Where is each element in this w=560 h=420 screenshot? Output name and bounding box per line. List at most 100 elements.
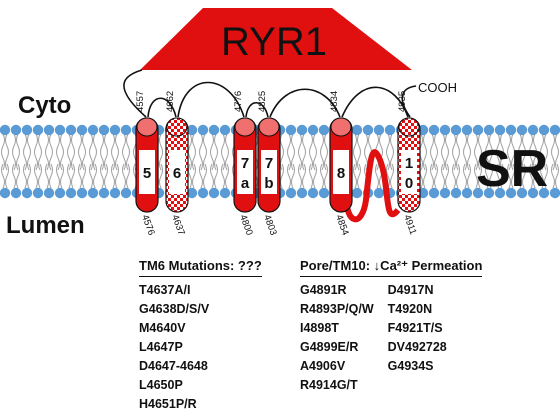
residue-number: 4825 <box>257 91 268 112</box>
pore-mutation: D4917N <box>387 283 434 297</box>
pore-mutation: F4921T/S <box>387 321 443 335</box>
lipid-head <box>527 124 539 136</box>
lipid-head <box>98 187 110 199</box>
pore-mutation-list: Pore/TM10: ↓Ca²⁺ Permeation G4891R R4893P… <box>300 256 482 395</box>
lipid-head <box>516 124 528 136</box>
tm6-mutation: T4637A/I <box>139 283 191 297</box>
lipid-head <box>120 124 132 136</box>
lipid-head <box>362 124 374 136</box>
residue-number: 4800 <box>237 213 255 237</box>
lipid-head <box>494 187 506 199</box>
pore-mutation: R4914G/T <box>300 378 358 392</box>
residue-number: 4803 <box>261 213 279 237</box>
lipid-head <box>21 187 33 199</box>
lipid-head <box>450 187 462 199</box>
lipid-head <box>197 187 209 199</box>
helix-label: 6 <box>173 165 181 182</box>
lipid-head <box>296 187 308 199</box>
lipid-head <box>472 187 484 199</box>
lipid-head <box>0 124 11 136</box>
helix-label: b <box>264 175 273 192</box>
pore-mutation-heading: Pore/TM10: ↓Ca²⁺ Permeation <box>300 256 482 277</box>
tm6-mutation: H4651P/R <box>139 397 197 411</box>
lipid-head <box>373 124 385 136</box>
lipid-head <box>505 187 517 199</box>
pore-loop <box>343 149 401 223</box>
n-terminal-loop <box>123 69 147 118</box>
lipid-head <box>10 124 22 136</box>
pore-mutation: G4891R <box>300 283 347 297</box>
lipid-head <box>208 187 220 199</box>
lipid-head <box>318 187 330 199</box>
lipid-head <box>285 124 297 136</box>
residue-number: 4637 <box>169 213 187 237</box>
lipid-head <box>87 187 99 199</box>
lipid-head <box>10 187 22 199</box>
tm6-mutation: L4650P <box>139 378 183 392</box>
pore-mutation: I4898T <box>300 321 339 335</box>
lipid-head <box>307 187 319 199</box>
lipid-head <box>87 124 99 136</box>
helix-6: 6 4662 4637 <box>165 91 189 237</box>
lipid-head <box>439 124 451 136</box>
cyto-label: Cyto <box>18 92 71 119</box>
helix-label: 1 <box>405 155 413 172</box>
lipid-head <box>285 187 297 199</box>
ryr1-cytoplasmic-domain <box>140 8 412 70</box>
lipid-head <box>549 187 560 199</box>
residue-number: 4935 <box>397 91 408 112</box>
residue-number: 4911 <box>401 213 418 236</box>
loop-6-7a <box>177 81 245 118</box>
lipid-head <box>439 187 451 199</box>
residue-number: 4662 <box>165 91 176 112</box>
lipid-head <box>428 124 440 136</box>
lipid-head <box>516 187 528 199</box>
lipid-head <box>505 124 517 136</box>
tm6-mutation: G4638D/S/V <box>139 302 210 316</box>
lipid-head <box>0 187 11 199</box>
lipid-head <box>109 124 121 136</box>
lipid-head <box>54 187 66 199</box>
lipid-head <box>21 124 33 136</box>
lipid-head <box>318 124 330 136</box>
lipid-head <box>351 124 363 136</box>
tm6-mutation: D4647-4648 <box>139 359 208 373</box>
lipid-head <box>461 187 473 199</box>
lipid-head <box>65 187 77 199</box>
residue-number: 4776 <box>233 91 244 112</box>
pore-mutation: T4920N <box>387 302 433 316</box>
helix-label: 5 <box>143 165 151 182</box>
helix-label: 7 <box>241 155 249 172</box>
lipid-head <box>186 124 198 136</box>
pore-mutation: DV492728 <box>387 340 447 354</box>
lipid-head <box>219 187 231 199</box>
helix-7a: 7 a 4776 4800 <box>233 91 257 237</box>
lipid-head <box>472 124 484 136</box>
lipid-head <box>538 124 550 136</box>
pore-mutation: R4893P/Q/W <box>300 302 374 316</box>
lipid-head <box>109 187 121 199</box>
lipid-head <box>373 187 385 199</box>
loop-7a-7b <box>245 101 269 118</box>
lipid-head <box>208 124 220 136</box>
lipid-head <box>219 124 231 136</box>
sr-label: SR <box>476 140 548 198</box>
lipid-head <box>538 187 550 199</box>
lipid-head <box>351 187 363 199</box>
lipid-head <box>296 124 308 136</box>
lipid-head <box>197 124 209 136</box>
lipid-head <box>549 124 560 136</box>
lipid-head <box>483 187 495 199</box>
helix-label: a <box>241 175 250 192</box>
lipid-head <box>494 124 506 136</box>
helix-label: 8 <box>337 165 345 182</box>
lipid-head <box>65 124 77 136</box>
tm6-mutation-heading: TM6 Mutations: ??? <box>139 256 262 277</box>
lipid-head <box>76 124 88 136</box>
loop-8-10 <box>341 86 409 118</box>
lipid-head <box>43 187 55 199</box>
lipid-head <box>307 124 319 136</box>
